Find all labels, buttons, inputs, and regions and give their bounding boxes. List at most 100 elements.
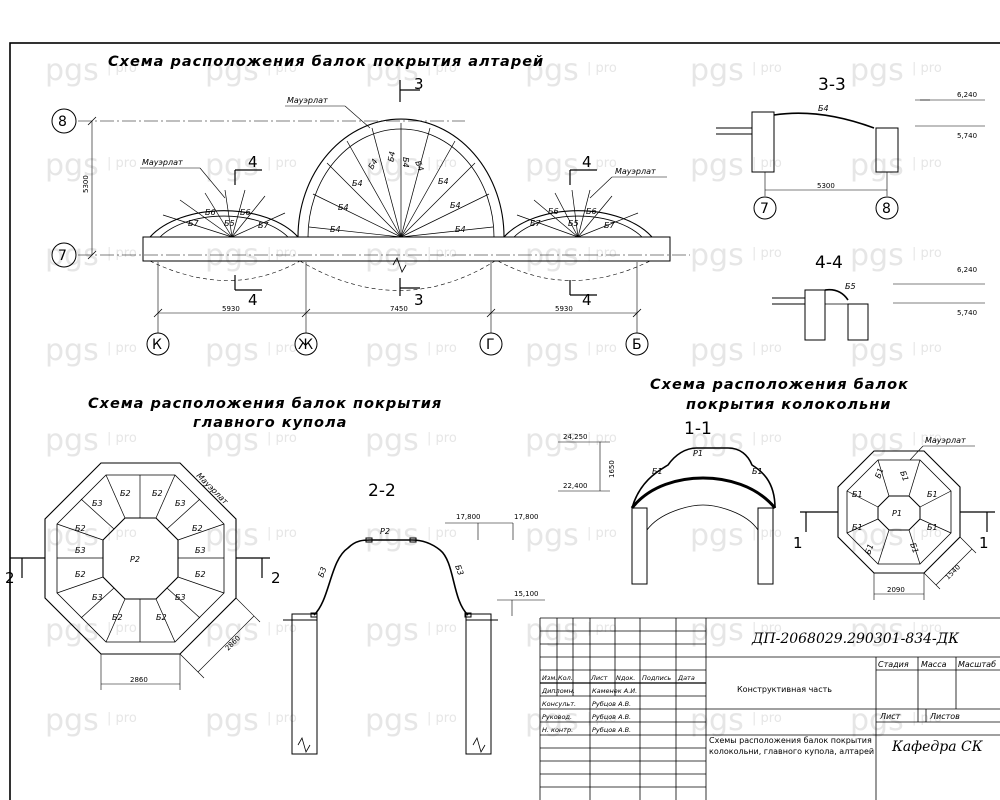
title-block-headers: Изм. Кол. Лист Nдок. Подпись Дата: [542, 674, 695, 682]
watermark-text: pgs: [365, 703, 419, 738]
title-block: [539, 617, 1000, 800]
elev-6240-a: 6,240: [957, 91, 977, 99]
dim-5930-right: 5930: [555, 305, 573, 313]
watermark-text: pgs: [690, 53, 744, 88]
watermark-text: pgs: [205, 333, 259, 368]
dim-5300-vertical: 5300: [82, 175, 90, 193]
section-2-2-b3-left: Б3: [316, 566, 328, 579]
watermark-text: pgs: [690, 333, 744, 368]
cut-3-top: 3: [414, 75, 424, 93]
bell-b1-4: Б1: [927, 490, 938, 499]
watermark-suffix: | pro: [107, 61, 137, 76]
elev-22400: 22,400: [563, 482, 588, 490]
watermark-suffix: | pro: [267, 61, 297, 76]
watermark-suffix: | pro: [427, 621, 457, 636]
watermark-text: pgs: [525, 238, 579, 273]
watermark-suffix: | pro: [912, 526, 942, 541]
watermark-text: pgs: [365, 53, 419, 88]
watermark-suffix: | pro: [267, 156, 297, 171]
watermark-text: pgs: [690, 518, 744, 553]
watermark-text: pgs: [690, 613, 744, 648]
watermark-text: pgs: [45, 423, 99, 458]
document-code: ДП-2068029.290301-834-ДК: [751, 631, 960, 647]
bell-b1-1: Б1: [873, 467, 885, 480]
watermark-text: pgs: [45, 53, 99, 88]
left-apse-b7b: Б7: [258, 221, 269, 230]
watermark-suffix: | pro: [107, 526, 137, 541]
watermark-text: pgs: [850, 518, 904, 553]
watermark-suffix: | pro: [752, 61, 782, 76]
watermark-text: pgs: [205, 613, 259, 648]
dome-b3-6: Б3: [175, 593, 186, 602]
part-name: Конструктивная часть: [737, 685, 832, 694]
cut-4-bottom-left: 4: [248, 291, 258, 309]
description-line-2: колокольни, главного купола, алтарей: [709, 747, 874, 756]
watermark-text: pgs: [690, 148, 744, 183]
central-b4-10: Б4: [455, 225, 466, 234]
section-2-2-b3-right: Б3: [453, 564, 465, 577]
watermark-suffix: | pro: [427, 341, 457, 356]
altars-title: Схема расположения балок покрытия алтаре…: [108, 54, 544, 70]
axis-g-bubble: [479, 332, 503, 356]
axis-b-label: Б: [632, 337, 642, 353]
bell-b1-8: Б1: [908, 542, 920, 555]
elev-5740-a: 5,740: [957, 132, 977, 140]
watermark-suffix: | pro: [752, 431, 782, 446]
header-ndok: Nдок.: [616, 674, 635, 682]
section-2-2-p2: Р2: [380, 527, 390, 536]
section-1-1-p1: Р1: [693, 449, 703, 458]
central-b4-6: Б4: [401, 157, 410, 168]
watermark-suffix: | pro: [912, 341, 942, 356]
scale-header: Масштаб: [958, 660, 996, 669]
watermark-suffix: | pro: [587, 431, 617, 446]
row-role-4: Н. контр.: [542, 726, 573, 734]
watermark-suffix: | pro: [267, 341, 297, 356]
dome-b2-5: Б2: [75, 570, 86, 579]
central-b4-8: Б4: [438, 177, 449, 186]
watermark-suffix: | pro: [107, 341, 137, 356]
description-line-1: Схемы расположения балок покрытия: [709, 736, 872, 745]
watermark-suffix: | pro: [752, 621, 782, 636]
bell-title-1: Схема расположения балок: [650, 377, 909, 393]
dome-b2-7: Б2: [112, 613, 123, 622]
watermark-text: pgs: [850, 613, 904, 648]
axis-k-bubble: [146, 332, 170, 356]
watermark-text: pgs: [850, 333, 904, 368]
watermark-suffix: | pro: [427, 246, 457, 261]
watermark-text: pgs: [205, 53, 259, 88]
right-apse-b6b: Б6: [586, 207, 597, 216]
dome-b2-1: Б2: [120, 489, 131, 498]
bell-p1: Р1: [892, 509, 902, 518]
watermark-text: pgs: [205, 238, 259, 273]
watermark-suffix: | pro: [912, 431, 942, 446]
watermark-suffix: | pro: [107, 711, 137, 726]
left-apse-b6b: Б6: [240, 208, 251, 217]
row-name-3: Рубцов А.В.: [592, 713, 631, 721]
dome-mauerlat: Мауэрлат: [195, 471, 230, 506]
watermark-suffix: | pro: [752, 711, 782, 726]
section-3-3-b4: Б4: [818, 104, 829, 113]
dome-b3-4: Б3: [195, 546, 206, 555]
watermark-suffix: | pro: [587, 156, 617, 171]
right-apse-outline: [503, 210, 653, 238]
watermark-text: pgs: [45, 613, 99, 648]
dome-cut-2-right: 2: [271, 569, 281, 587]
central-apse-outline: [297, 118, 505, 238]
watermark-suffix: | pro: [427, 711, 457, 726]
right-apse-b7b: Б7: [604, 221, 615, 230]
watermark-suffix: | pro: [912, 621, 942, 636]
axis-7-bubble: [51, 242, 77, 268]
watermark-text: pgs: [205, 703, 259, 738]
cut-4-bottom-right: 4: [582, 291, 592, 309]
bell-cut-1-left: 1: [793, 534, 803, 552]
sheets-header: Листов: [929, 712, 960, 721]
watermark-text: pgs: [525, 333, 579, 368]
altar-wall: [142, 236, 671, 262]
watermark-suffix: | pro: [587, 341, 617, 356]
dome-title-1: Схема расположения балок покрытия: [88, 396, 442, 412]
altars-plan: Схема расположения балок покрытия алтаре…: [51, 54, 690, 356]
section-3-3: 3-3 Б4 5300 7 8 6,240 5,740: [716, 75, 985, 220]
stage-header: Стадия: [878, 660, 909, 669]
watermark-text: pgs: [365, 333, 419, 368]
